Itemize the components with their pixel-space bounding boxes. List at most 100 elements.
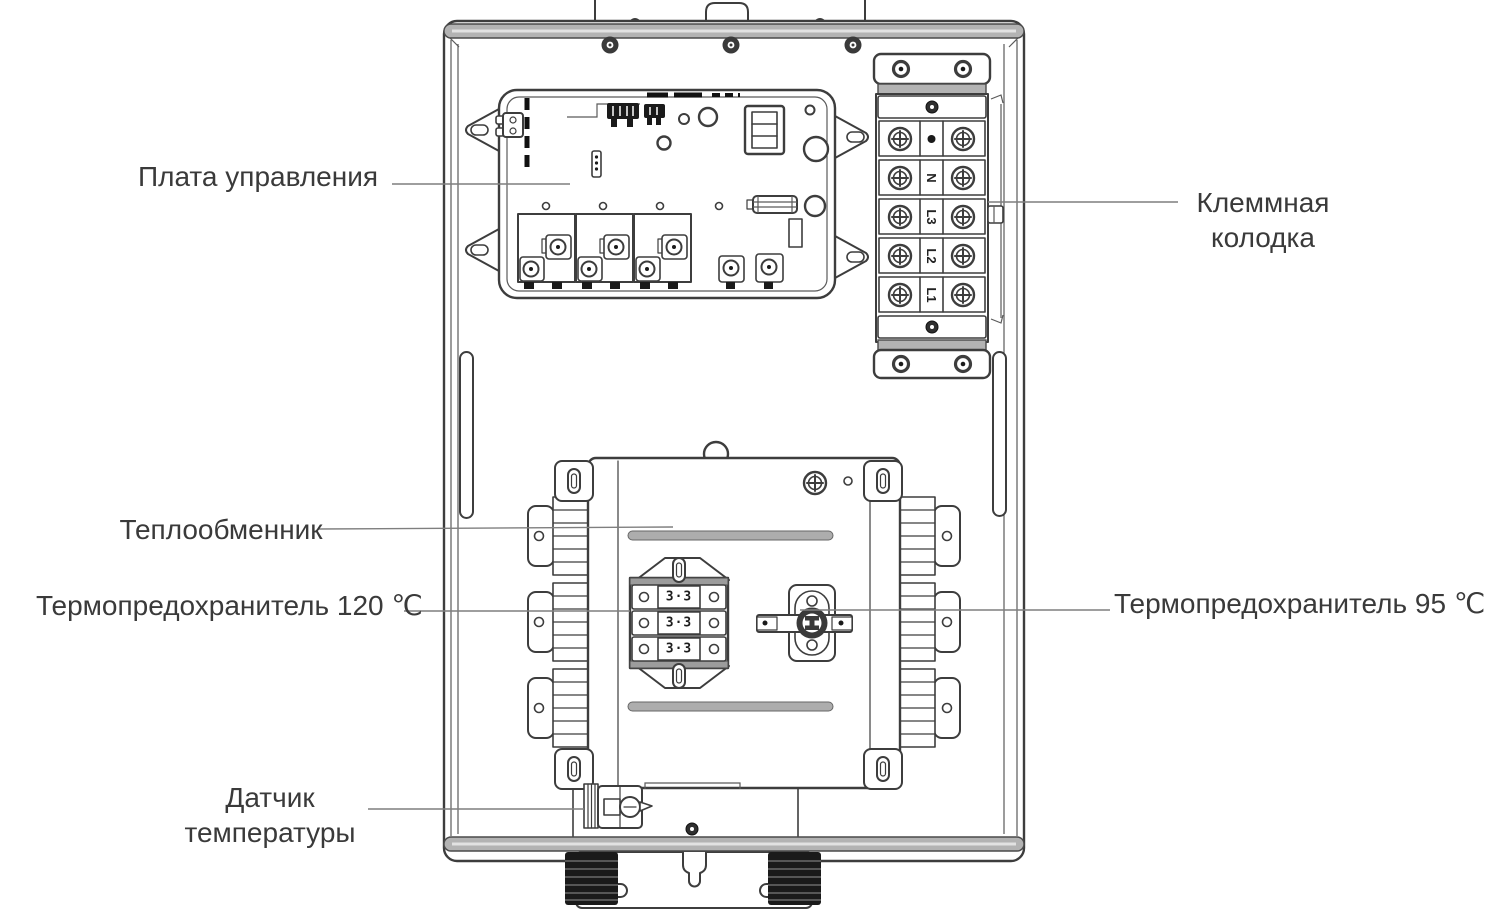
terminal-screw xyxy=(887,282,913,308)
chassis-screw xyxy=(844,36,862,54)
chassis-screw xyxy=(601,36,619,54)
pcb-switch xyxy=(743,104,786,156)
water-pipe-left xyxy=(565,852,618,905)
terminal-screw xyxy=(950,126,976,152)
bottom-screw xyxy=(685,822,699,836)
plate-screw xyxy=(953,59,973,79)
pcb-hole xyxy=(598,201,608,211)
terminal-row-label: L3 xyxy=(924,209,939,224)
vent-slot-right xyxy=(992,351,1007,517)
wall-hook xyxy=(990,314,1004,324)
plate-screw xyxy=(891,59,911,79)
label-temp-sensor-line1: Датчик xyxy=(225,782,315,813)
pcb-jumper xyxy=(591,150,602,178)
hx-slot xyxy=(627,530,834,541)
plate-screw xyxy=(891,354,911,374)
heat-exchanger: 3·3 3·3 3·3 xyxy=(527,440,961,838)
fin-group-left xyxy=(527,496,589,748)
pcb-buzzer xyxy=(802,135,830,163)
leader-heat-exchanger xyxy=(317,526,674,530)
fuse-tab-screw xyxy=(672,557,686,583)
terminal-screw xyxy=(950,204,976,230)
terminal-screw xyxy=(887,204,913,230)
fuse-row: 3·3 xyxy=(631,584,727,610)
pcb-capacitor xyxy=(803,194,827,218)
terminal-row xyxy=(878,120,986,157)
pcb-terminal xyxy=(718,255,745,289)
pcb-capacitor xyxy=(697,106,719,128)
terminal-screw xyxy=(950,282,976,308)
pcb-connector-black-2 xyxy=(644,104,665,125)
strip-screw xyxy=(925,320,939,334)
pcb-capacitor xyxy=(678,113,690,125)
hx-corner-bracket xyxy=(554,460,903,790)
pcb-hole xyxy=(541,201,551,211)
wall-clip xyxy=(987,205,1004,224)
chassis-screw xyxy=(722,36,740,54)
bottom-assembly xyxy=(443,836,1025,909)
terminal-screw xyxy=(950,165,976,191)
thermostat-95 xyxy=(756,584,853,662)
control-board xyxy=(465,88,869,300)
temperature-sensor xyxy=(583,783,653,829)
fuse-marking: 3·3 xyxy=(666,642,692,657)
terminal-screw xyxy=(887,165,913,191)
pcb-connector-black-1 xyxy=(607,103,639,127)
earth-ground-icon xyxy=(927,135,936,143)
relay-block xyxy=(633,213,692,289)
fuse-tab-screw xyxy=(672,663,686,689)
ear-hole xyxy=(470,124,489,136)
fuse-marking: 3·3 xyxy=(666,616,692,631)
keyhole-slot xyxy=(682,851,707,888)
terminal-screw xyxy=(950,243,976,269)
pcb-hole xyxy=(804,104,816,116)
terminal-row: L1 xyxy=(878,276,986,313)
ear-hole xyxy=(846,131,865,143)
hx-screw xyxy=(802,470,828,496)
relay-block xyxy=(517,213,576,289)
pcb-capacitor xyxy=(656,135,672,151)
label-thermal-fuse-120: Термопредохранитель 120 ℃ xyxy=(36,590,423,621)
plate-screw xyxy=(953,354,973,374)
pcb-hole xyxy=(655,201,665,211)
hx-bottom-section xyxy=(572,782,799,838)
pcb-connector-left xyxy=(495,112,524,138)
terminal-row-label: N xyxy=(924,173,939,182)
label-heat-exchanger: Теплообменник xyxy=(119,514,323,545)
leader-lines xyxy=(317,183,1178,810)
ear-hole xyxy=(470,244,489,256)
terminal-screw xyxy=(887,243,913,269)
wall-hook xyxy=(990,94,1004,104)
label-thermal-fuse-95: Термопредохранитель 95 ℃ xyxy=(1114,588,1485,619)
terminal-row: N xyxy=(878,159,986,196)
terminal-screw xyxy=(887,126,913,152)
water-pipe-right xyxy=(768,852,821,905)
vent-slot-left xyxy=(459,351,474,519)
terminal-row-label: L2 xyxy=(924,248,939,263)
label-terminal-block-line1: Клеммная xyxy=(1197,187,1330,218)
fuse-row: 3·3 xyxy=(631,610,727,636)
terminal-block: N L3 L2 L1 xyxy=(872,52,1004,380)
ear-hole xyxy=(846,251,865,263)
terminal-bottom-plate xyxy=(872,348,992,380)
sensor-probe xyxy=(639,801,653,812)
label-temp-sensor-line2: температуры xyxy=(184,817,355,848)
hx-hole xyxy=(843,476,853,486)
fin-group-right xyxy=(899,496,961,748)
fuse-marking: 3·3 xyxy=(666,590,692,605)
label-terminal-block-line2: колодка xyxy=(1211,222,1315,253)
pcb-terminal xyxy=(755,253,784,289)
thermostat-core xyxy=(805,616,819,630)
relay-block xyxy=(575,213,634,289)
fuse-row: 3·3 xyxy=(631,636,727,662)
pcb-fuse-cylinder xyxy=(746,195,798,214)
thermal-fuse-block-120: 3·3 3·3 3·3 xyxy=(628,557,730,689)
terminal-row: L2 xyxy=(878,237,986,274)
terminal-row: L3 xyxy=(878,198,986,235)
pcb-resistor xyxy=(788,218,803,248)
labels: Плата управления Клеммная колодка Теплоо… xyxy=(36,161,1485,848)
label-control-board: Плата управления xyxy=(138,161,378,192)
terminal-top-plate xyxy=(872,52,992,86)
hx-slot xyxy=(627,701,834,712)
